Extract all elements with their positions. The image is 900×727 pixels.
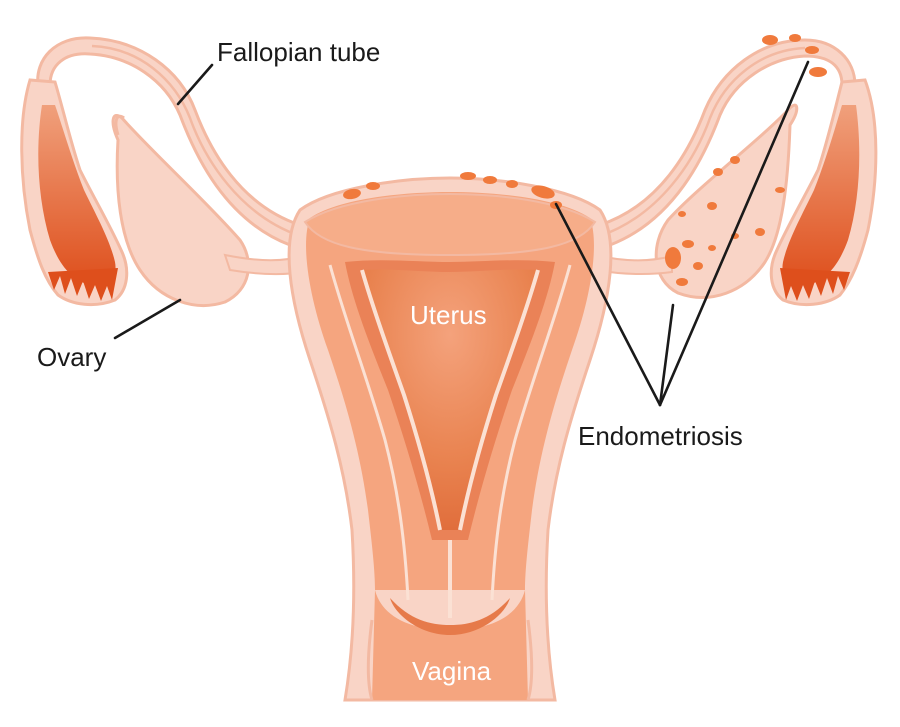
right-fimbriae (769, 78, 878, 307)
endometriosis-label: Endometriosis (578, 421, 743, 451)
endometriosis-leader-2 (658, 303, 675, 407)
fallopian-tube-leader (176, 63, 214, 106)
ovary-label: Ovary (37, 342, 106, 372)
uterus-label: Uterus (410, 300, 487, 330)
fallopian-tube-label: Fallopian tube (217, 37, 380, 67)
vagina-label: Vagina (412, 656, 492, 686)
endometriosis-implants (343, 34, 827, 286)
endometriosis-leader-3 (658, 60, 810, 407)
left-ovary (111, 114, 250, 307)
right-ligament (594, 253, 673, 276)
left-fimbriae (20, 78, 129, 307)
vagina (366, 540, 534, 701)
endometriosis-leader-1 (554, 202, 662, 407)
uterus (287, 176, 613, 702)
leader-lines (113, 60, 810, 407)
ovary-leader (113, 298, 182, 340)
